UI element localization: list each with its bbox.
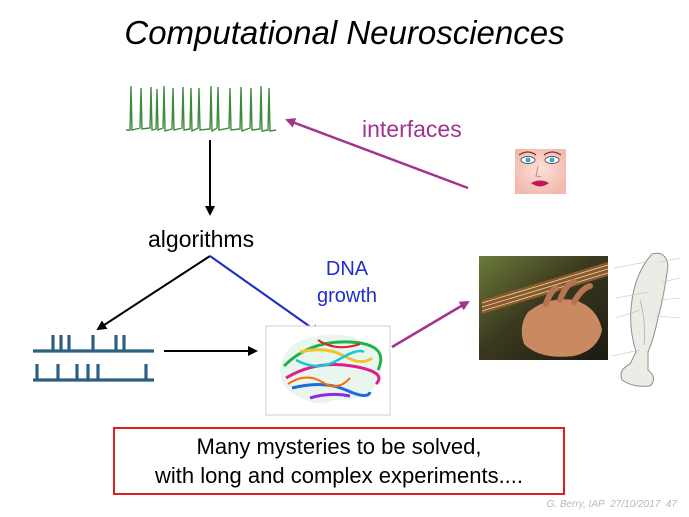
footer-date: 27/10/2017	[610, 499, 661, 510]
footer-page-number: 47	[665, 499, 677, 510]
slide-footer: G. Berry, IAP 27/10/2017 47	[547, 499, 677, 510]
message-line1: Many mysteries to be solved,	[196, 434, 482, 459]
spike-raster	[33, 335, 154, 382]
algorithms-branches	[96, 255, 321, 335]
spike-trace	[126, 85, 277, 133]
footer-author: G. Berry, IAP	[546, 499, 605, 510]
interfaces-label: interfaces	[362, 116, 462, 142]
guitar-hand-photo	[479, 256, 609, 360]
face-icon	[515, 149, 566, 194]
leg-anatomy-drawing	[611, 252, 681, 387]
brain-tractography	[265, 325, 391, 416]
arrow-interfaces	[285, 118, 469, 190]
dna-growth-label: DNA growth	[302, 256, 392, 310]
message-line2: with long and complex experiments....	[154, 463, 524, 488]
arrow-brain-to-behaviour	[391, 300, 470, 349]
slide-title: Computational Neurosciences	[124, 14, 565, 51]
dna-label-line2: growth	[316, 285, 378, 307]
dna-label-line1: DNA	[325, 258, 369, 280]
algorithms-label: algorithms	[148, 226, 255, 252]
message-box: Many mysteries to be solved, with long a…	[113, 427, 565, 495]
